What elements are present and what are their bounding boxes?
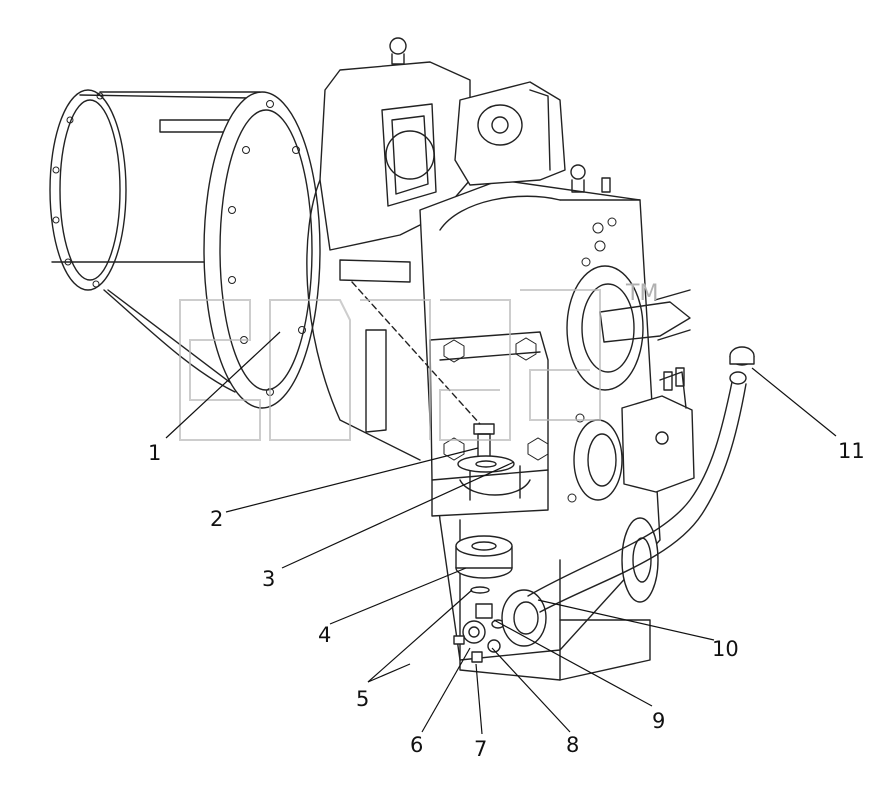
control-valve	[454, 81, 566, 186]
filter-element	[455, 535, 513, 579]
o-ring	[470, 586, 490, 594]
breather-tube	[527, 381, 747, 613]
callout-3: 3	[262, 567, 275, 591]
callout-8: 8	[566, 733, 579, 757]
bell-housing	[49, 89, 321, 409]
callout-5: 5	[356, 687, 369, 711]
suction-pipe	[339, 259, 481, 433]
watermark: TM	[179, 281, 658, 441]
callout-1: 1	[148, 441, 161, 465]
drain-fittings	[453, 603, 505, 663]
callout-labels: 1 2 3 4 5 6 7 8 9 10 11	[148, 439, 865, 761]
leader-lines	[165, 331, 837, 735]
breather-cap	[729, 346, 755, 385]
callout-7: 7	[474, 737, 487, 761]
callout-2: 2	[210, 507, 223, 531]
callout-6: 6	[410, 733, 423, 757]
watermark-trademark: TM	[625, 281, 658, 306]
callout-4: 4	[318, 623, 331, 647]
seal-washer	[457, 455, 515, 473]
solenoid-valve	[621, 367, 695, 493]
callout-11: 11	[838, 439, 865, 463]
callout-10: 10	[712, 637, 739, 661]
callout-9: 9	[652, 709, 665, 733]
pipe-flange	[501, 589, 547, 647]
